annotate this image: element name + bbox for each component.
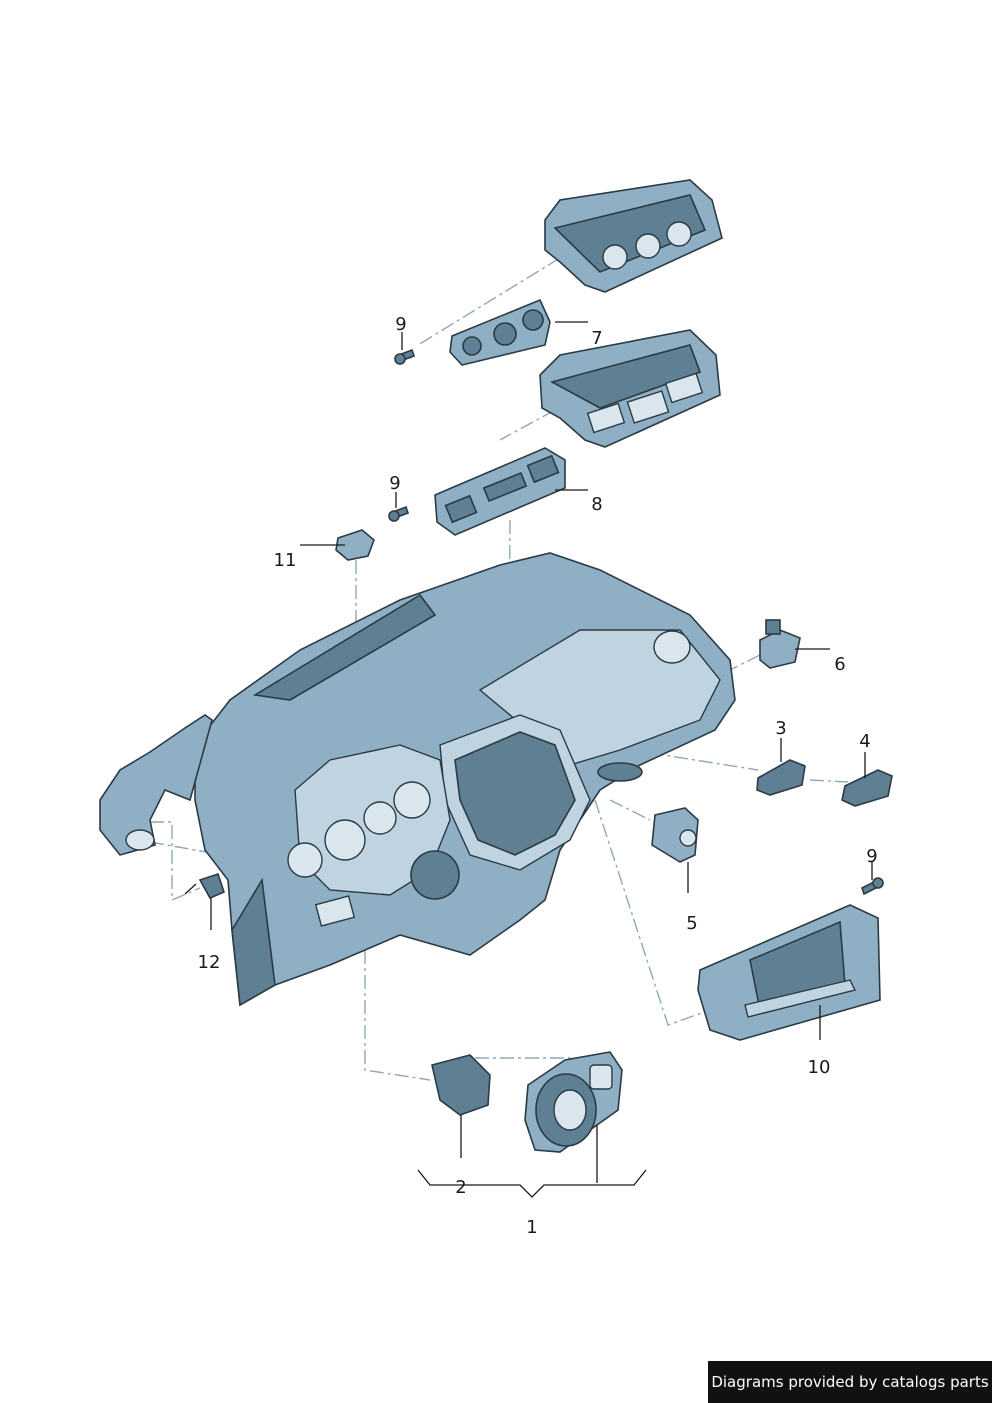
light-switch-1[interactable] <box>524 1051 623 1153</box>
watermark-banner: Diagrams provided by catalogs parts <box>708 1361 992 1403</box>
callout-10: 10 <box>808 1057 831 1078</box>
callout-4: 4 <box>859 731 870 752</box>
callout-3: 3 <box>775 718 786 739</box>
switch-4[interactable] <box>841 769 893 807</box>
callout-8: 8 <box>591 494 602 515</box>
screw-9-right[interactable] <box>861 877 884 896</box>
sensor-12[interactable] <box>184 872 225 900</box>
switch-2[interactable] <box>431 1054 491 1116</box>
upper-vent-trim-panel[interactable] <box>544 179 723 293</box>
callout-11: 11 <box>274 550 297 571</box>
screw-9-top[interactable] <box>394 348 416 365</box>
leader-lines <box>210 321 873 1198</box>
callout-9-right: 9 <box>866 846 877 867</box>
callout-6: 6 <box>834 654 845 675</box>
switch-panel-8[interactable] <box>434 447 566 536</box>
cover-clip-11[interactable] <box>335 529 375 561</box>
screw-9-middle[interactable] <box>388 505 410 522</box>
callout-5: 5 <box>686 913 697 934</box>
lower-vent-trim-panel[interactable] <box>539 329 721 448</box>
switch-5[interactable] <box>651 807 699 863</box>
callout-labels: 1 2 3 4 5 6 7 8 9 9 9 10 11 12 <box>198 314 878 1238</box>
callout-1: 1 <box>526 1217 537 1238</box>
callout-7: 7 <box>591 328 602 349</box>
callout-9-top: 9 <box>395 314 406 335</box>
climate-control-unit-7[interactable] <box>449 298 551 366</box>
callout-2: 2 <box>455 1177 466 1198</box>
switch-6[interactable] <box>759 619 801 669</box>
dashboard-body[interactable] <box>194 552 736 1007</box>
callout-9-middle: 9 <box>389 473 400 494</box>
radio-navigation-unit-10[interactable] <box>697 904 881 1041</box>
callout-12: 12 <box>198 952 221 973</box>
switch-3[interactable] <box>756 759 806 796</box>
left-air-duct[interactable] <box>99 714 213 856</box>
